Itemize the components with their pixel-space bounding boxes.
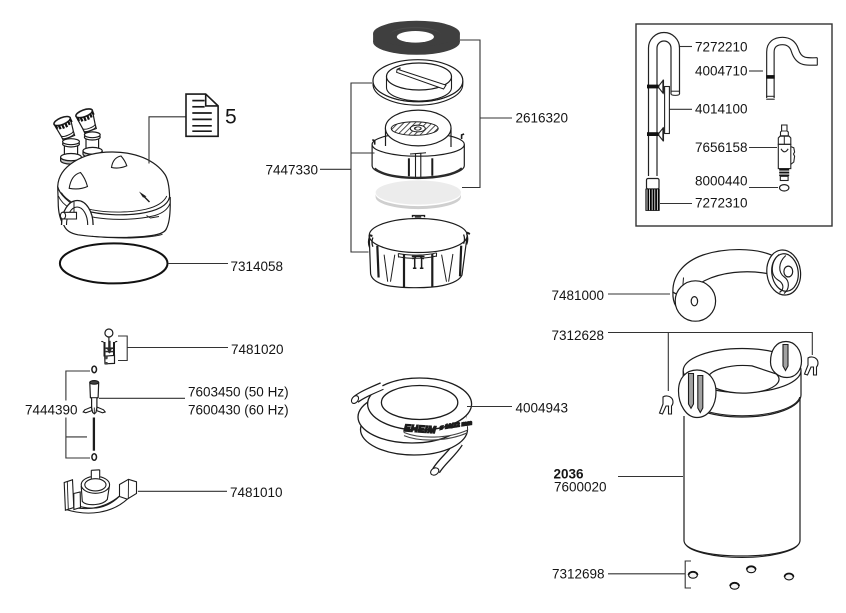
svg-text:2616320: 2616320 [516,111,569,126]
svg-text:7600020: 7600020 [554,480,607,495]
svg-text:7312628: 7312628 [552,328,605,343]
svg-text:7314058: 7314058 [231,259,284,274]
svg-text:5: 5 [225,106,237,129]
svg-text:4014100: 4014100 [695,102,748,117]
svg-text:7603450 (50 Hz): 7603450 (50 Hz) [188,385,289,400]
svg-text:7600430 (60 Hz): 7600430 (60 Hz) [188,403,289,418]
svg-text:7272210: 7272210 [695,40,748,55]
svg-text:4004943: 4004943 [516,401,569,416]
svg-text:8000440: 8000440 [695,174,748,189]
svg-text:7656158: 7656158 [695,140,748,155]
svg-text:7444390: 7444390 [25,403,78,418]
svg-text:7312698: 7312698 [552,567,605,582]
svg-text:4004710: 4004710 [695,64,748,79]
svg-text:7481000: 7481000 [552,288,605,303]
svg-text:7447330: 7447330 [266,163,319,178]
svg-text:EHEIM: EHEIM [404,423,437,436]
svg-text:7272310: 7272310 [695,196,748,211]
svg-text:2036: 2036 [554,467,585,482]
svg-text:7481010: 7481010 [230,485,283,500]
svg-text:7481020: 7481020 [231,342,284,357]
